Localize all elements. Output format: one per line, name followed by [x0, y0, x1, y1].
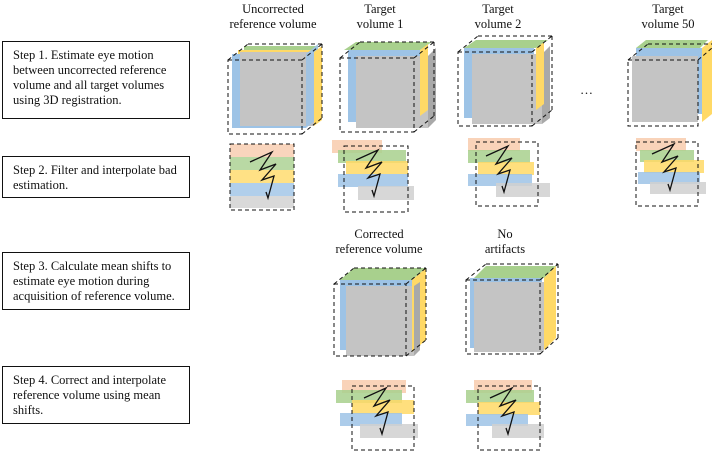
- target-2-slabs: [468, 138, 550, 207]
- target-volume-2-label: Target volume 2: [474, 2, 522, 31]
- target-volume-2-cube: [457, 35, 553, 127]
- step-4-box: Step 4. Correct and interpolate referenc…: [2, 366, 190, 424]
- corrected-reference-cube: [333, 267, 427, 357]
- step-1-text: Step 1. Estimate eye motion between unco…: [13, 48, 167, 107]
- step-3-box: Step 3. Calculate mean shifts to estimat…: [2, 252, 190, 310]
- step-2-text: Step 2. Filter and interpolate bad estim…: [13, 163, 177, 192]
- target-volume-1-label: Target volume 1: [356, 2, 404, 31]
- corrected-reference-label: Corrected reference volume: [335, 227, 423, 256]
- no-artifacts-slabs: [466, 380, 544, 451]
- target-50-slabs: [635, 138, 706, 207]
- target-volume-50-label: Target volume 50: [641, 2, 695, 31]
- target-volume-1-cube: [339, 41, 436, 133]
- no-artifacts-cube: [465, 263, 559, 355]
- ellipsis: …: [580, 82, 594, 97]
- no-artifacts-label: No artifacts: [484, 227, 526, 256]
- step-1-box: Step 1. Estimate eye motion between unco…: [2, 41, 190, 119]
- step-2-box: Step 2. Filter and interpolate bad estim…: [2, 156, 190, 198]
- step-3-text: Step 3. Calculate mean shifts to estimat…: [13, 259, 175, 303]
- step-4-text: Step 4. Correct and interpolate referenc…: [13, 373, 167, 417]
- target-volume-50-cube: [627, 40, 713, 127]
- uncorrected-reference-cube: [227, 43, 323, 135]
- uncorrected-reference-label: Uncorrected reference volume: [229, 2, 317, 31]
- reference-slabs: [229, 143, 295, 211]
- target-1-slabs: [332, 140, 414, 213]
- corrected-reference-slabs: [336, 380, 418, 451]
